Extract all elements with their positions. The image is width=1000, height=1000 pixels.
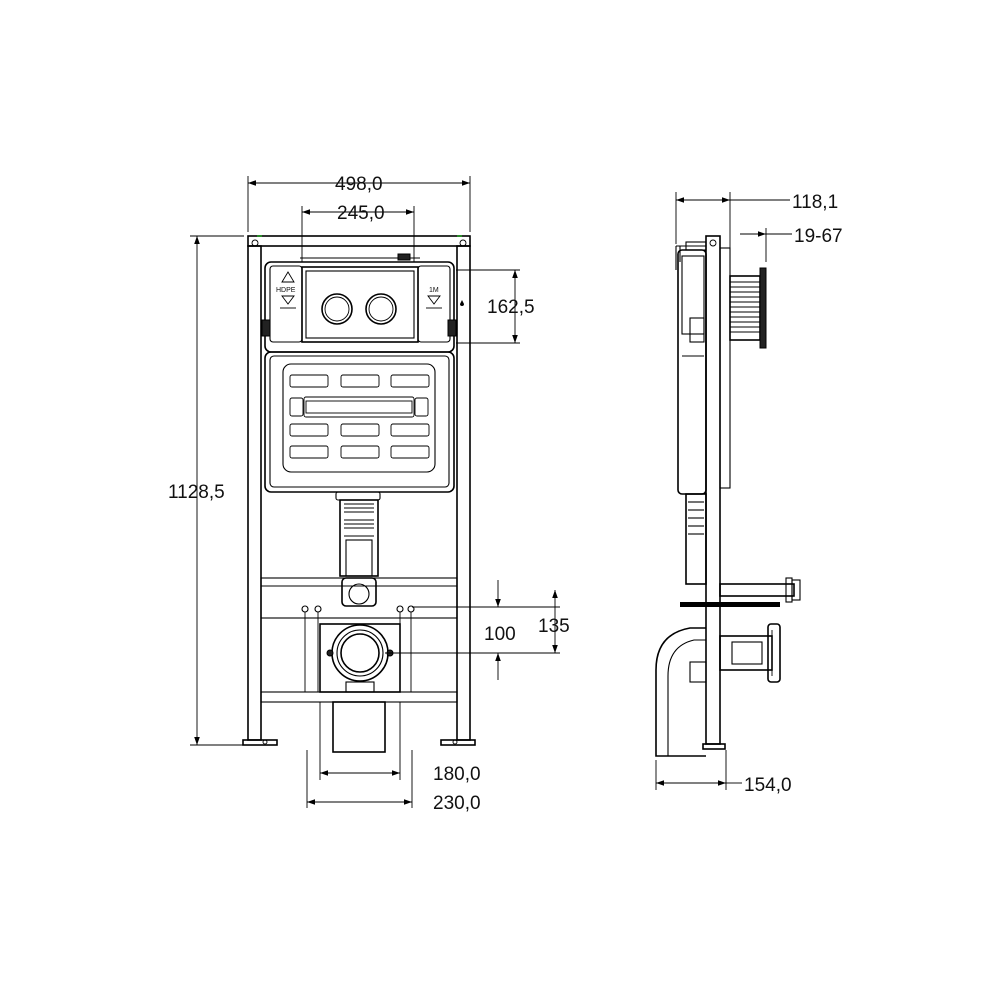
drain-connection [319,623,401,753]
dim-wall-range [740,228,792,262]
dim-outer-width [306,750,413,808]
dim-outer-width-label: 230,0 [433,793,481,814]
dim-flush-plate-height-label: 162,5 [487,297,535,318]
dim-stud-height-label: 100 [484,624,516,645]
side-frame [705,235,721,745]
side-view: 118,1 19-67 154,0 [655,192,843,796]
dim-button-spacing-label: 245,0 [337,203,385,224]
dim-button-spacing [301,206,415,262]
dim-flush-plate-height [456,269,520,344]
dim-overall-width-label: 498,0 [335,174,383,195]
dim-wall-range-label: 19-67 [794,226,843,247]
material-label: HDPE [276,287,296,294]
dim-depth-top-label: 118,1 [792,192,838,213]
dim-drain-height-label: 135 [538,616,570,637]
flush-plate-area: HDPE 1M [261,253,464,353]
dim-depth-bottom [655,750,742,790]
front-view: HDPE 1M [168,174,570,814]
dim-pipe-width-label: 180,0 [433,764,481,785]
drop-icon [460,300,464,306]
dim-depth-bottom-label: 154,0 [744,775,792,796]
triangle-down-icon [427,295,441,305]
flush-button-right [365,293,397,325]
dim-pipe-width [319,702,401,780]
flush-pipe [339,499,379,607]
water-connector-side [680,577,801,607]
dim-depth-top [675,192,790,270]
dim-overall-height [190,235,244,746]
mounting-bolts [301,605,415,692]
capacity-label: 1M [429,287,439,294]
flush-mechanism-side [729,267,767,349]
triangle-down-icon [281,295,295,305]
frame [242,235,476,746]
dim-overall-width [247,176,471,232]
flush-button-left [321,293,353,325]
cistern [264,351,455,501]
dim-drain-height [385,580,560,680]
recycle-icon [281,271,295,283]
dim-overall-height-label: 1128,5 [168,482,225,503]
drain-elbow-side [655,623,781,757]
